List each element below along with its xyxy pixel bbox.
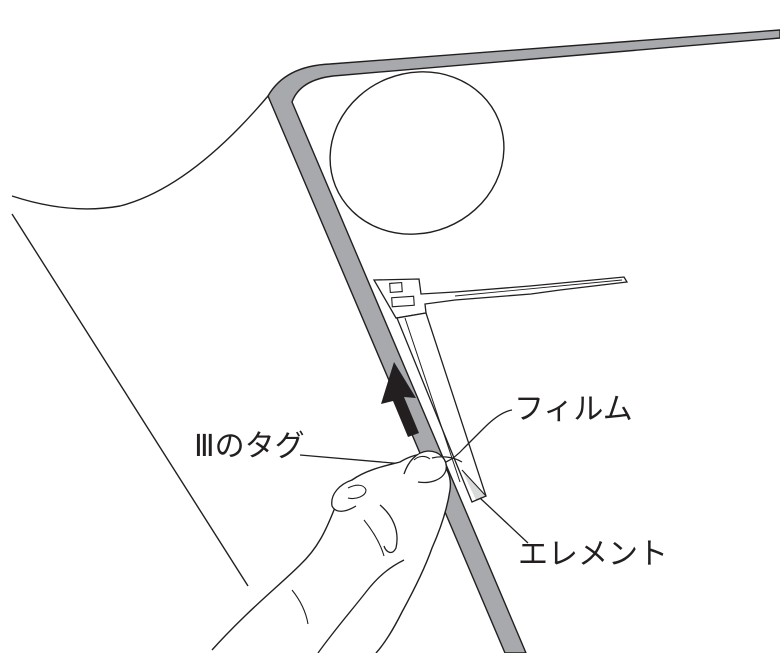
sensor-circle [329,71,505,235]
film-label: フィルム [514,392,633,427]
film-tab [372,276,629,319]
film-tab-slot-lower [391,295,415,308]
sheet-outline [11,95,269,210]
film-tab-slot-upper [389,282,403,293]
hand-finger-1 [331,479,357,512]
element-strip-end [461,469,487,501]
hand-palm-line [291,589,309,625]
film-leader-line [445,409,513,463]
element-label: エレメント [518,537,668,572]
hand-finger-1-nail [347,484,367,500]
hand-finger-2 [379,504,398,554]
film-strip-centerline [454,279,623,297]
hand-lower-edge [317,559,405,653]
panel-frame-edge [267,29,780,653]
tag-label: Ⅲのタグ [194,429,305,464]
hand-fingertip [413,455,431,461]
hand-crease [363,519,385,557]
film-end-pinched [431,456,463,463]
hand-outline [211,453,452,653]
sheet-lower-edge [11,213,249,587]
up-arrow-icon [381,362,419,437]
element-strip-inner [404,317,461,483]
element-leader-line [479,497,529,544]
